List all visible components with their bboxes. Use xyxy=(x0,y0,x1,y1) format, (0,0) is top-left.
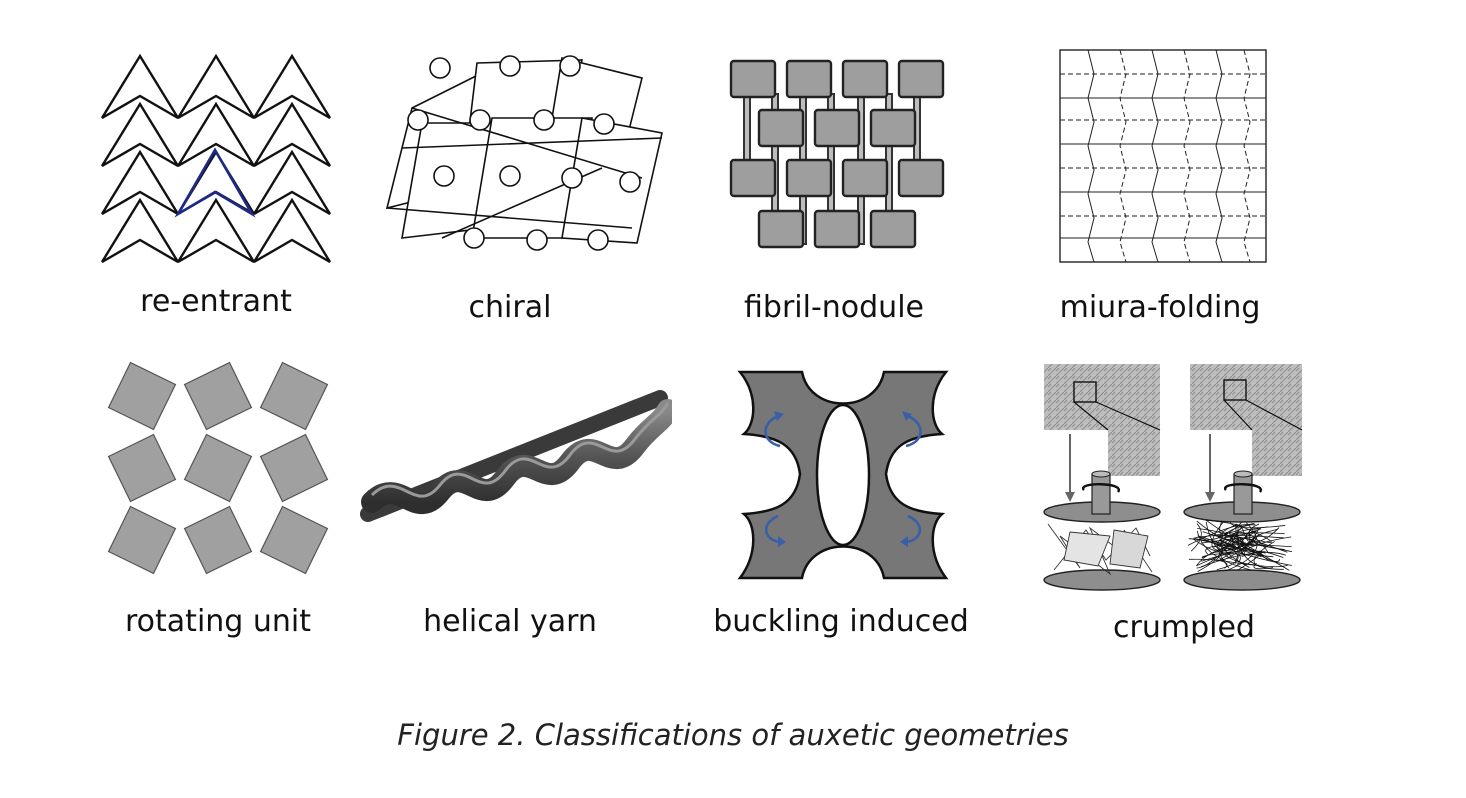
chiral-diagram xyxy=(382,48,668,258)
rotating-square xyxy=(107,361,177,431)
crumpled-wire xyxy=(1197,535,1292,566)
crumpled-wire xyxy=(1217,559,1289,568)
crumpled-wire xyxy=(1187,524,1256,546)
miura-folding-diagram xyxy=(1058,48,1268,264)
crumpled-wire xyxy=(1212,540,1253,562)
crumpled-wire xyxy=(1241,543,1292,553)
crumpled-wire xyxy=(1196,532,1240,569)
crumpled-wire xyxy=(1205,544,1292,555)
rotating-square xyxy=(183,433,253,503)
rotating-square xyxy=(259,505,329,575)
reentrant-diagram xyxy=(98,52,334,266)
rotating-square xyxy=(107,433,177,503)
rotating-square xyxy=(183,505,253,575)
rotating-square xyxy=(183,361,253,431)
miura-zigzag-crease xyxy=(1243,49,1251,263)
reentrant-cell xyxy=(100,197,180,264)
crumpled-wire xyxy=(1234,536,1292,564)
reentrant-label: re-entrant xyxy=(140,284,292,319)
crumpled-wire xyxy=(1205,519,1281,562)
fibril-nodule-label: fibril-nodule xyxy=(744,290,924,325)
reentrant-cell xyxy=(252,101,332,168)
buckling-induced-label: buckling induced xyxy=(713,604,969,639)
crumpled-wire xyxy=(1235,524,1270,569)
miura-zigzag-crease xyxy=(1151,49,1159,263)
rotating-unit-diagram xyxy=(104,360,332,576)
miura-zigzag-crease xyxy=(1087,49,1095,263)
crumpled-wire xyxy=(1201,530,1257,559)
rotating-square xyxy=(259,361,329,431)
miura-zigzag-crease xyxy=(1215,49,1223,263)
buckling-induced-diagram xyxy=(730,364,956,586)
crumpled-wire xyxy=(1188,538,1223,572)
figure-caption: Figure 2. Classifications of auxetic geo… xyxy=(397,718,1069,752)
miura-folding-label: miura-folding xyxy=(1059,290,1261,325)
miura-zigzag-crease xyxy=(1119,49,1127,263)
reentrant-cell xyxy=(252,197,332,264)
crumpled-wire xyxy=(1193,534,1284,539)
crumpled-wire xyxy=(1220,522,1255,568)
helical-yarn-label: helical yarn xyxy=(423,604,597,639)
fibril-nodule-diagram xyxy=(728,58,948,252)
crumpled-label: crumpled xyxy=(1113,610,1255,645)
crumpled-wire xyxy=(1240,524,1251,542)
crumpled-wire xyxy=(1188,558,1228,569)
crumpled-wire xyxy=(1196,520,1280,545)
reentrant-unit-cell-highlight xyxy=(174,147,256,218)
miura-zigzag-crease xyxy=(1183,49,1191,263)
crumpled-wire xyxy=(1235,523,1272,543)
crumpled-diagram xyxy=(1040,360,1312,596)
crumpled-wire xyxy=(1236,527,1257,553)
crumpled-wire xyxy=(1217,536,1254,569)
chiral-label: chiral xyxy=(468,290,552,325)
crumpled-wire xyxy=(1229,521,1286,529)
helical-yarn-diagram xyxy=(360,384,672,534)
rotating-unit-label: rotating unit xyxy=(125,604,311,639)
crumpled-wire xyxy=(1211,540,1239,571)
reentrant-cell xyxy=(252,149,332,216)
rotating-square xyxy=(259,433,329,503)
crumpled-wire xyxy=(1199,535,1262,558)
reentrant-cell xyxy=(252,53,332,120)
rotating-square xyxy=(107,505,177,575)
